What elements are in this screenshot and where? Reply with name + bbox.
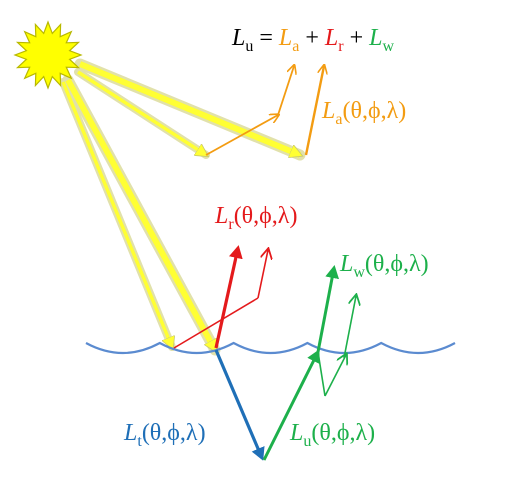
label-Lw-subscript: w [353, 264, 365, 281]
transmitted-arrow [214, 349, 265, 461]
label-upwelling-radiance: Lu(θ,ϕ,λ) [289, 420, 375, 450]
eq-term-a-subscript: a [292, 38, 299, 55]
label-Lu-subscript: u [303, 433, 311, 450]
radiance-equation: Lu = La + Lr + Lw [231, 25, 395, 55]
label-Lr-args: (θ,ϕ,λ) [234, 203, 298, 229]
label-Lw-symbol: L [339, 251, 353, 277]
eq-lhs-symbol: L [231, 25, 245, 51]
eq-term-w-symbol: L [368, 25, 382, 51]
label-Lt-symbol: L [123, 420, 137, 446]
label-water-leaving-radiance: Lw(θ,ϕ,λ) [339, 251, 429, 281]
label-La-args: (θ,ϕ,λ) [342, 98, 406, 124]
ray-to-atmosphere-near [77, 70, 206, 155]
label-La-symbol: L [321, 98, 335, 124]
label-La-subscript: a [335, 111, 342, 128]
eq-plus-1: + [299, 25, 325, 51]
eq-term-r-symbol: L [324, 25, 338, 51]
label-reflected-radiance: Lr(θ,ϕ,λ) [214, 203, 297, 233]
label-Lt-args: (θ,ϕ,λ) [142, 420, 206, 446]
eq-term-r-subscript: r [338, 38, 344, 55]
ray-to-atmosphere-far [78, 61, 300, 155]
label-Lt-subscript: t [137, 433, 142, 450]
eq-plus-2: + [344, 25, 370, 51]
ray-to-surface-side [61, 81, 172, 347]
surface-reflection-arrows [173, 245, 268, 349]
label-transmitted-radiance: Lt(θ,ϕ,λ) [123, 420, 206, 450]
sun-rays [59, 58, 306, 356]
label-Lw-args: (θ,ϕ,λ) [365, 251, 429, 277]
label-Lr-subscript: r [228, 216, 234, 233]
label-Lu-args: (θ,ϕ,λ) [311, 420, 375, 446]
label-path-radiance: La(θ,ϕ,λ) [321, 98, 406, 128]
label-Lr-symbol: L [214, 203, 228, 229]
eq-lhs-subscript: u [245, 38, 253, 55]
label-Lu-symbol: L [289, 420, 303, 446]
eq-term-a-symbol: L [278, 25, 292, 51]
water-leaving-arrows [262, 265, 356, 461]
ray-to-surface-main [65, 78, 218, 350]
eq-term-w-subscript: w [383, 38, 395, 55]
atmospheric-scatter-arrows [205, 66, 324, 156]
sun-icon [13, 20, 83, 90]
water-surface [85, 341, 456, 354]
eq-equals: = [253, 25, 279, 51]
